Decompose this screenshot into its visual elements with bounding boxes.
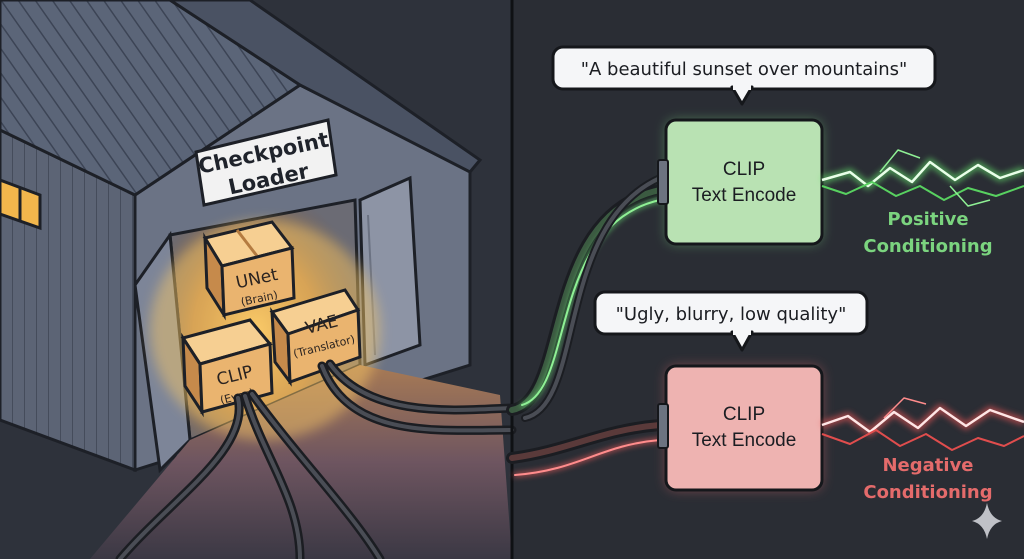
negative-label-line-2: Conditioning [863,482,992,503]
positive-node-subtitle: Text Encode [692,185,797,206]
cables [115,359,517,559]
positive-prompt-text: "A beautiful sunset over mountains" [581,59,908,80]
negative-lightning [820,397,1024,451]
warehouse-roof [0,0,303,197]
positive-prompt-bubble: "A beautiful sunset over mountains" [551,45,937,106]
clip-box: CLIP (Eyes) [180,318,274,418]
positive-branch: "A beautiful sunset over mountains" CLIP… [551,45,1024,257]
positive-clip-text-encode-node[interactable] [664,118,824,246]
sparkle-icon [972,503,1002,539]
negative-prompt-bubble: "Ugly, blurry, low quality" [593,290,869,352]
negative-prompt-text: "Ugly, blurry, low quality" [616,304,847,325]
positive-label-line-2: Conditioning [863,236,992,257]
negative-label-line-1: Negative [882,455,973,476]
vae-box: VAE (Translator) [269,288,362,387]
negative-node-subtitle: Text Encode [692,430,797,451]
negative-node-title: CLIP [723,404,765,425]
unet-box: UNet (Brain) [202,220,296,321]
positive-node-input-port[interactable] [657,159,669,205]
positive-lightning [820,149,1024,207]
negative-branch: "Ugly, blurry, low quality" CLIP Text En… [593,290,1024,503]
negative-cable [506,419,666,477]
negative-clip-text-encode-node[interactable] [664,364,824,492]
positive-label-line-1: Positive [887,209,968,230]
positive-node-title: CLIP [723,159,765,180]
negative-node-input-port[interactable] [657,403,669,449]
positive-cable [506,174,666,422]
